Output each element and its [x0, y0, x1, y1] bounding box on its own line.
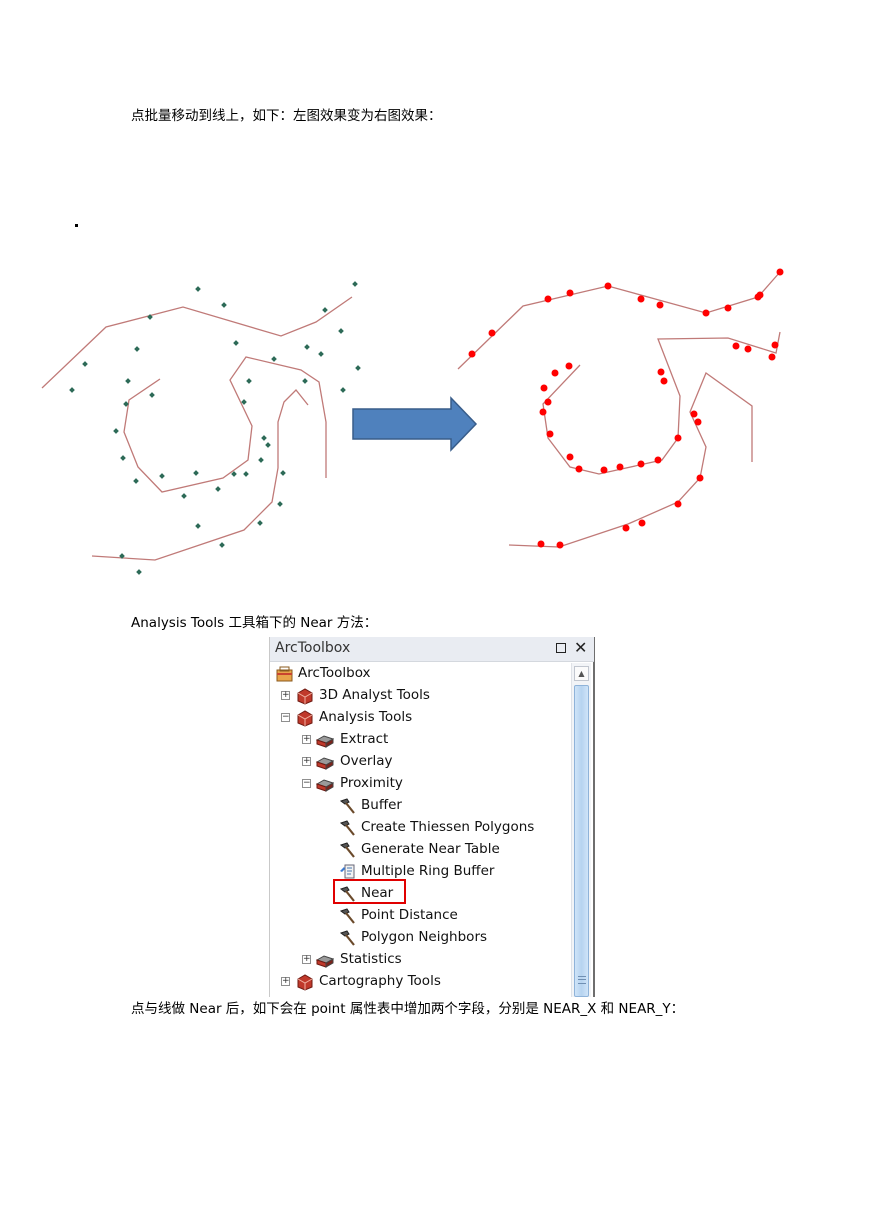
arrow-right-icon — [352, 396, 478, 452]
tree-item-label: Point Distance — [361, 907, 458, 923]
toolbox-tree: ArcToolbox + 3D Analyst Tools − Analysis… — [270, 663, 570, 997]
tree-item-label: Create Thiessen Polygons — [361, 819, 535, 835]
tree-item-label: Polygon Neighbors — [361, 929, 488, 945]
tree-item-label: Statistics — [340, 951, 402, 967]
grip-icon — [578, 976, 586, 984]
toolbox-red-icon — [297, 710, 313, 727]
window-title: ArcToolbox — [275, 640, 351, 656]
near-result-paragraph: 点与线做 Near 后，如下会在 point 属性表中增加两个字段，分别是 NE… — [131, 1001, 685, 1017]
collapse-icon[interactable]: − — [281, 712, 290, 722]
after-map — [457, 271, 781, 548]
toolset-icon — [316, 757, 334, 770]
tree-item-label: Cartography Tools — [319, 973, 441, 989]
toolset-icon — [316, 735, 334, 748]
after-points — [468, 268, 784, 549]
expand-icon[interactable]: + — [302, 954, 311, 964]
toolbox-red-icon — [297, 974, 313, 991]
script-icon — [340, 864, 355, 879]
toolbox-red-icon — [297, 688, 313, 705]
hammer-icon — [339, 908, 355, 924]
expand-icon[interactable]: + — [281, 690, 290, 700]
tree-item-label: Analysis Tools — [319, 709, 413, 725]
before-points — [69, 281, 361, 575]
toolbox-icon — [276, 666, 293, 682]
expand-icon[interactable]: + — [302, 756, 311, 766]
close-button[interactable]: ✕ — [574, 638, 588, 657]
hammer-icon — [339, 930, 355, 946]
tree-item-label: Overlay — [340, 753, 393, 769]
before-map — [41, 296, 353, 561]
hammer-icon — [339, 820, 355, 836]
expand-icon[interactable]: + — [281, 976, 290, 986]
tree-item-label: Generate Near Table — [361, 841, 500, 857]
tree-item-label: Buffer — [361, 797, 402, 813]
scroll-up-button[interactable]: ▲ — [574, 666, 589, 681]
intro-paragraph: 点批量移动到线上，如下：左图效果变为右图效果： — [131, 108, 442, 124]
tree-item-label: Extract — [340, 731, 389, 747]
maximize-button[interactable] — [556, 643, 566, 653]
hammer-icon — [339, 842, 355, 858]
tree-item-label: 3D Analyst Tools — [319, 687, 430, 703]
tree-item-label: Multiple Ring Buffer — [361, 863, 495, 879]
arctoolbox-window: ArcToolbox ✕ ArcToolbox + 3D Analyst Too… — [269, 637, 595, 997]
bullet-mark — [75, 224, 78, 227]
before-after-figure — [41, 268, 784, 575]
analysis-tools-paragraph: Analysis Tools 工具箱下的 Near 方法： — [131, 615, 378, 631]
hammer-icon — [339, 886, 355, 902]
window-header: ArcToolbox ✕ — [270, 637, 594, 662]
collapse-icon[interactable]: − — [302, 778, 311, 788]
expand-icon[interactable]: + — [302, 734, 311, 744]
near-highlight-box — [333, 879, 406, 904]
tree-item-label: Near — [361, 885, 394, 901]
hammer-icon — [339, 798, 355, 814]
scroll-thumb[interactable] — [574, 685, 589, 997]
tree-item-label: Proximity — [340, 775, 403, 791]
tree-item-label: ArcToolbox — [298, 665, 371, 681]
vertical-scrollbar[interactable]: ▲ — [571, 663, 591, 997]
toolset-icon — [316, 779, 334, 792]
toolset-icon — [316, 955, 334, 968]
